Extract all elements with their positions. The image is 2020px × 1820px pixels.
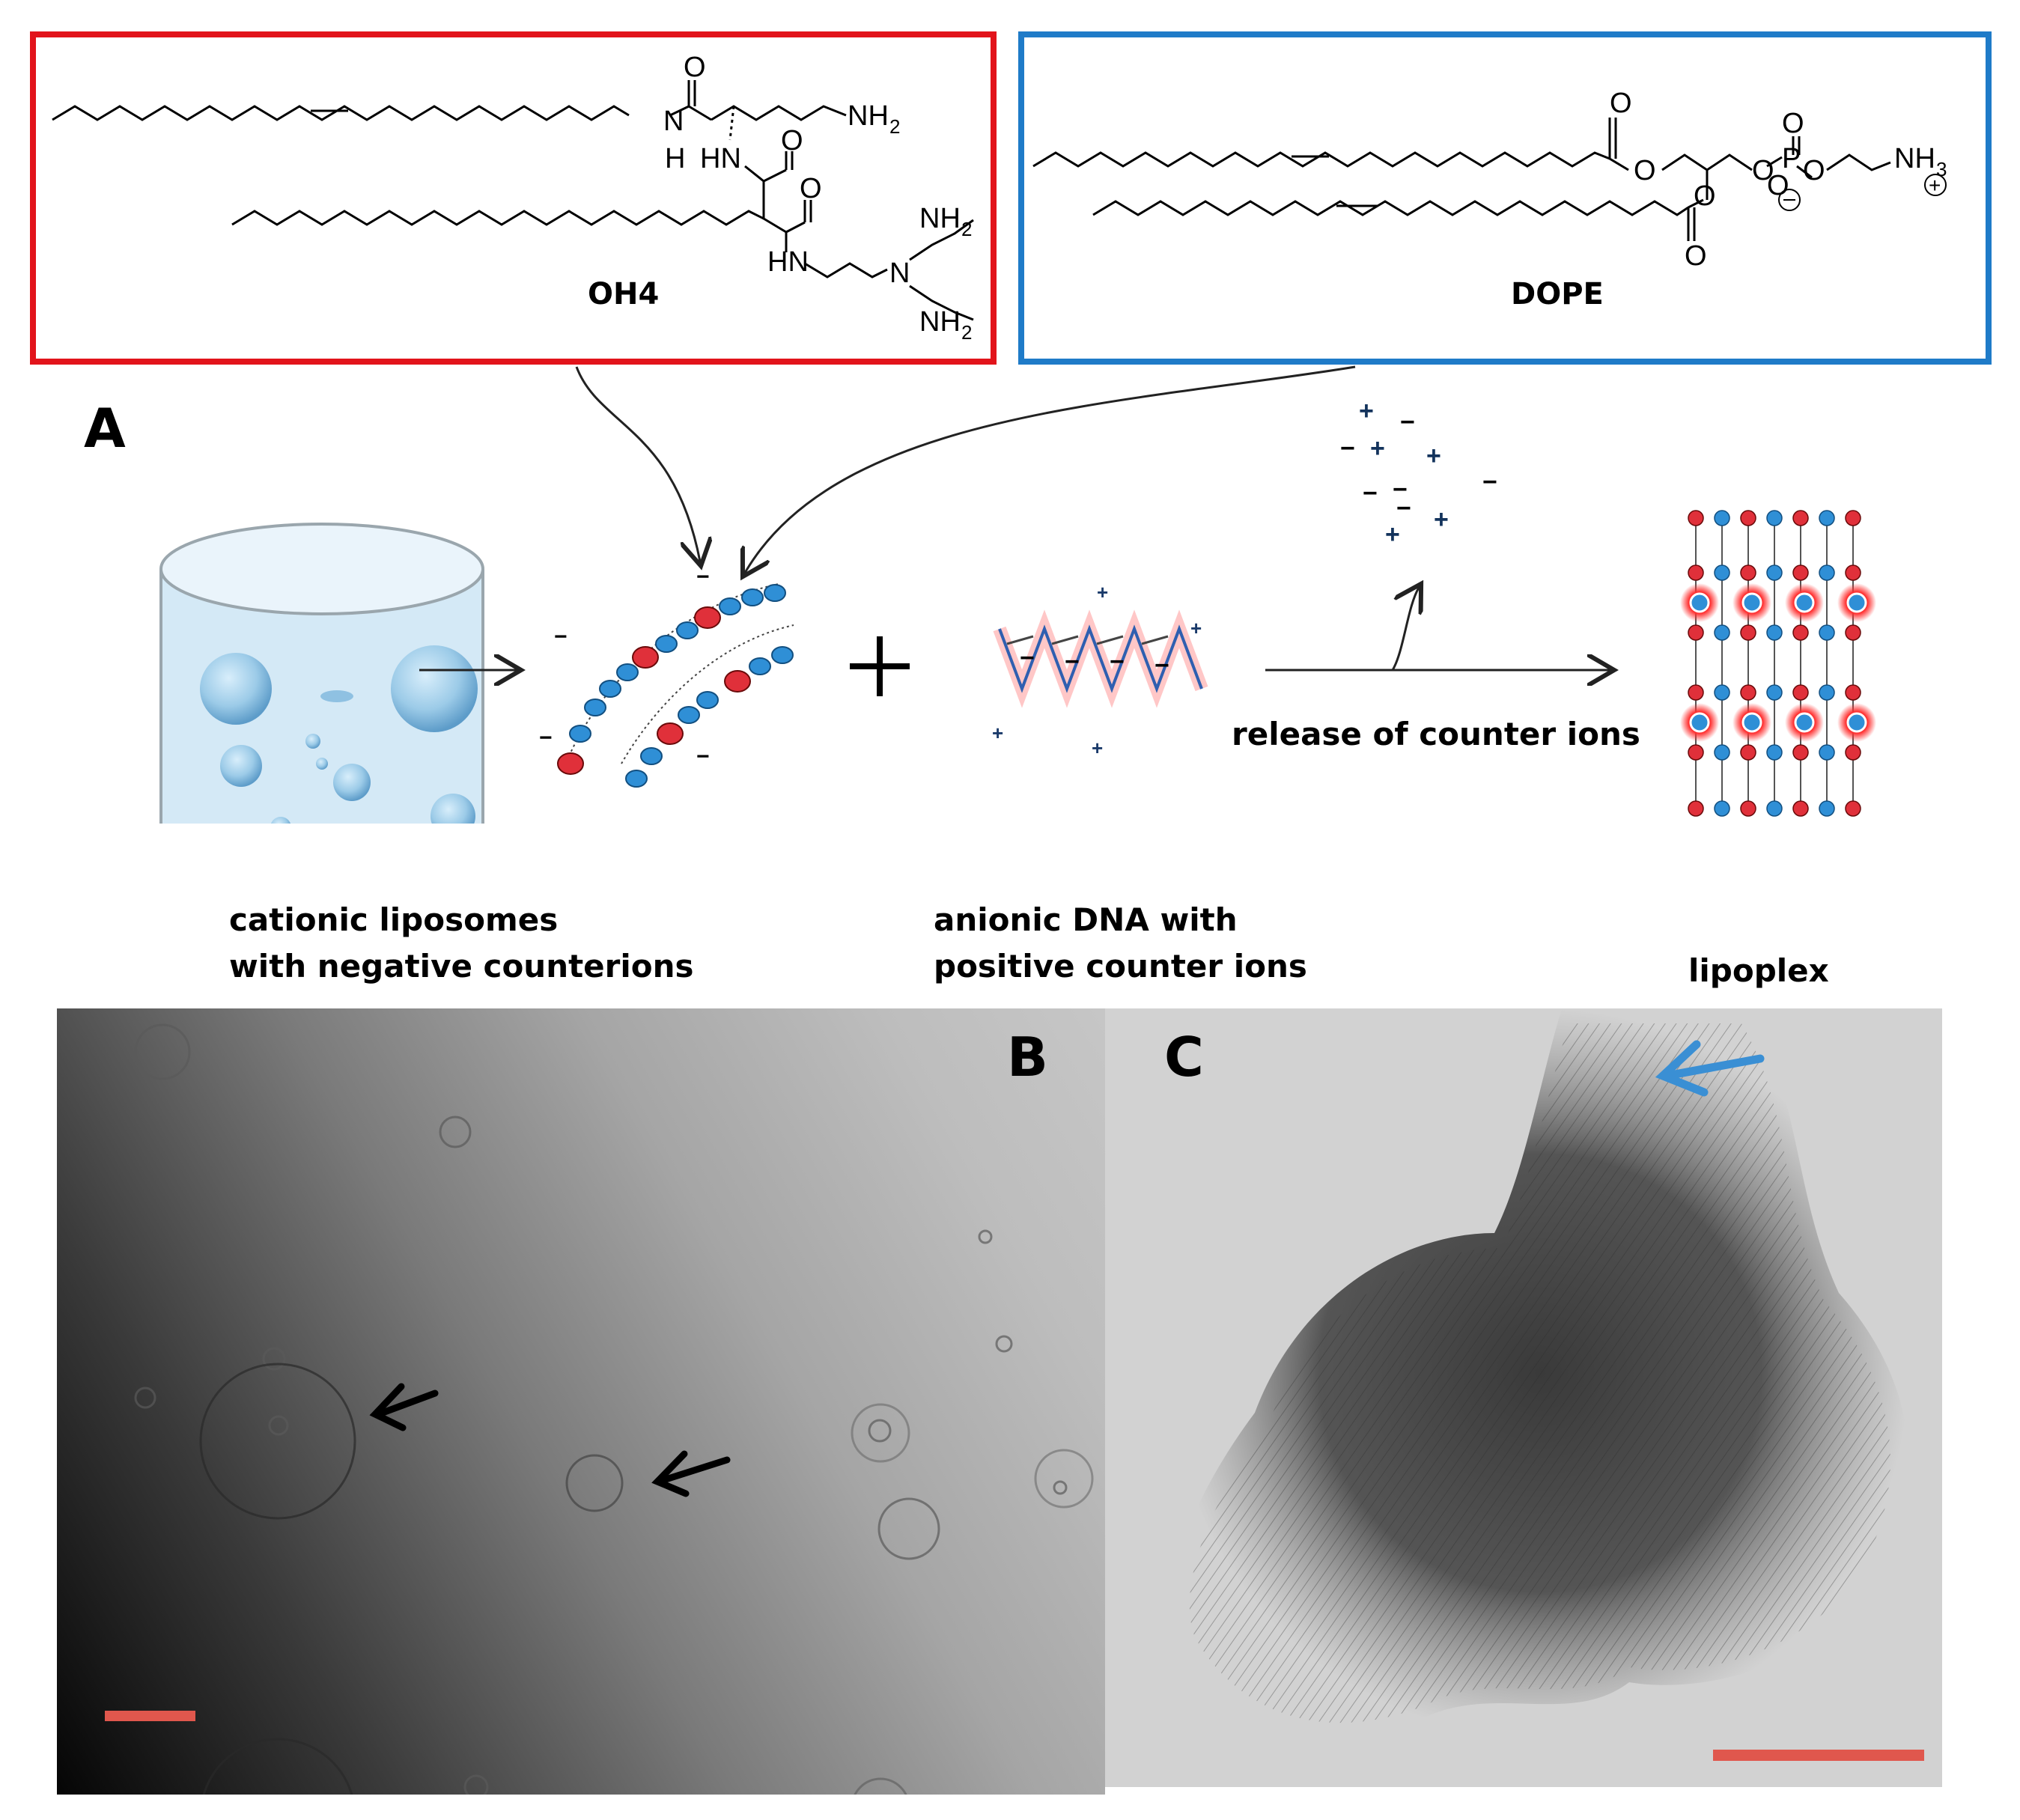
panel-a-label: A bbox=[84, 397, 126, 460]
svg-text:+: + bbox=[1190, 617, 1202, 639]
svg-text:−: − bbox=[1482, 468, 1497, 496]
svg-text:+: + bbox=[1434, 505, 1449, 534]
svg-text:+: + bbox=[1097, 581, 1108, 603]
dope-label: DOPE bbox=[1511, 277, 1604, 311]
svg-text:2: 2 bbox=[961, 321, 972, 344]
svg-text:−: − bbox=[1020, 644, 1035, 672]
svg-text:NH: NH bbox=[848, 100, 889, 132]
svg-text:+: + bbox=[1359, 397, 1374, 425]
svg-text:+: + bbox=[1092, 737, 1103, 759]
svg-text:−: − bbox=[696, 564, 710, 589]
liposomes-caption-line1: cationic liposomes bbox=[229, 901, 559, 938]
svg-text:−: − bbox=[1393, 475, 1408, 504]
svg-text:−: − bbox=[1065, 648, 1080, 676]
svg-text:O: O bbox=[781, 125, 803, 156]
svg-text:2: 2 bbox=[889, 115, 900, 138]
release-caption: release of counter ions bbox=[1232, 716, 1640, 752]
panel-c-micrograph bbox=[1105, 1008, 1942, 1787]
svg-text:NH: NH bbox=[919, 203, 961, 234]
svg-text:−: − bbox=[539, 725, 553, 750]
panel-b-micrograph bbox=[57, 1008, 1105, 1795]
svg-text:O: O bbox=[1767, 170, 1789, 201]
lipoplex-caption: lipoplex bbox=[1688, 952, 1829, 989]
svg-text:N: N bbox=[663, 106, 684, 137]
svg-text:HN: HN bbox=[700, 143, 741, 174]
svg-text:HN: HN bbox=[767, 246, 809, 278]
panel-c-overlay bbox=[1655, 1040, 1765, 1097]
svg-text:−: − bbox=[696, 744, 710, 769]
svg-text:−: − bbox=[1363, 479, 1378, 508]
oh4-structure-box bbox=[30, 31, 997, 365]
dna-caption-line2: positive counter ions bbox=[934, 948, 1307, 984]
lipoplex-formation-schematic: −− −− −−−− ++++ +++ ++ −−− −−− bbox=[159, 365, 1876, 824]
svg-text:O: O bbox=[1634, 155, 1656, 186]
svg-text:O: O bbox=[1782, 108, 1804, 139]
svg-text:−: − bbox=[1396, 494, 1411, 523]
panel-c-scale-bar bbox=[1713, 1750, 1924, 1761]
svg-text:O: O bbox=[1610, 88, 1632, 119]
svg-text:−: − bbox=[1400, 408, 1415, 436]
svg-text:+: + bbox=[1426, 442, 1441, 470]
oh4-label: OH4 bbox=[588, 277, 660, 311]
svg-text:O: O bbox=[1694, 180, 1716, 212]
dna-caption-line1: anionic DNA with bbox=[934, 901, 1238, 938]
svg-text:+: + bbox=[1929, 174, 1941, 197]
svg-text:−: − bbox=[554, 624, 568, 649]
panel-b-overlay bbox=[199, 1363, 1094, 1520]
svg-text:P: P bbox=[1782, 143, 1801, 174]
dope-structure-box bbox=[1018, 31, 1992, 365]
panel-b-scale-bar bbox=[105, 1711, 195, 1721]
svg-text:+: + bbox=[1370, 434, 1385, 463]
svg-text:O: O bbox=[1803, 155, 1825, 186]
svg-text:−: − bbox=[1110, 648, 1125, 676]
svg-text:O: O bbox=[1752, 155, 1774, 186]
panel-b-label: B bbox=[1007, 1026, 1048, 1089]
svg-text:H: H bbox=[665, 143, 685, 174]
svg-text:+: + bbox=[992, 722, 1003, 744]
panel-c-label: C bbox=[1164, 1026, 1204, 1089]
liposomes-caption-line2: with negative counterions bbox=[229, 948, 694, 984]
svg-text:N: N bbox=[889, 258, 910, 289]
svg-text:NH: NH bbox=[1894, 143, 1935, 174]
svg-text:−: − bbox=[1340, 434, 1355, 463]
svg-text:NH: NH bbox=[919, 306, 961, 338]
svg-text:O: O bbox=[800, 173, 822, 204]
svg-text:O: O bbox=[1685, 240, 1707, 272]
svg-text:2: 2 bbox=[961, 218, 972, 240]
svg-text:−: − bbox=[1154, 651, 1169, 680]
svg-text:+: + bbox=[1385, 520, 1400, 549]
svg-text:O: O bbox=[684, 52, 706, 83]
